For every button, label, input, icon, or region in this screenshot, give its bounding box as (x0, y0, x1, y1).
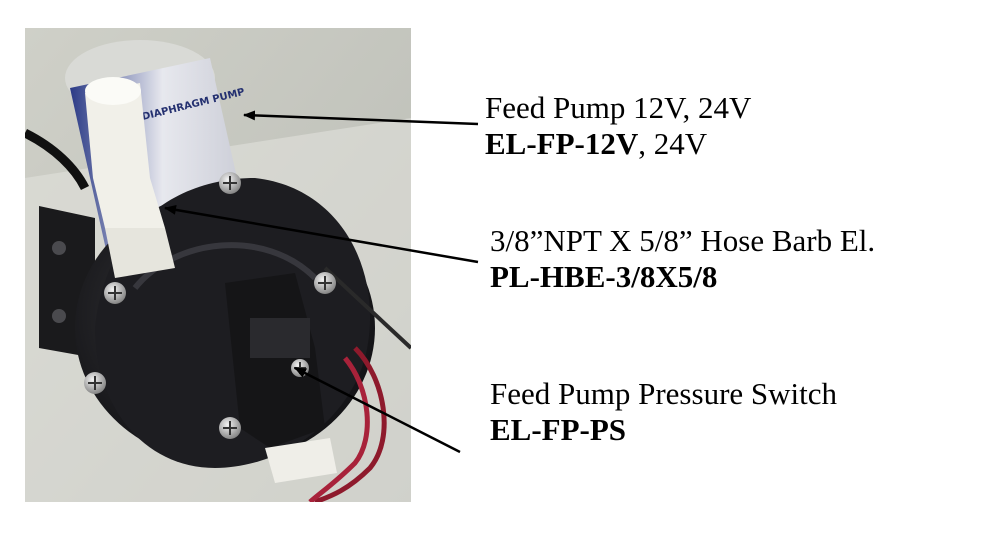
callout-name: Feed Pump 12V, 24V (485, 90, 752, 125)
callout-name: Feed Pump Pressure Switch (490, 376, 838, 411)
callout-part-number: EL-FP-12V, 24V (485, 126, 751, 162)
feed-pump-photo: DIAPHRAGM PUMP (25, 28, 411, 502)
part-number-suffix: , 24V (638, 126, 708, 161)
part-number-bold: PL-HBE-3/8X5/8 (490, 259, 718, 294)
callout-feed-pump: Feed Pump 12V, 24V EL-FP-12V, 24V (485, 90, 751, 162)
part-number-bold: EL-FP-PS (490, 412, 627, 447)
part-number-bold: EL-FP-12V (485, 126, 639, 161)
callout-part-number: PL-HBE-3/8X5/8 (490, 259, 875, 295)
callout-name: 3/8”NPT X 5/8” Hose Barb El. (490, 223, 876, 258)
callout-hose-barb: 3/8”NPT X 5/8” Hose Barb El. PL-HBE-3/8X… (490, 223, 875, 295)
screw-icons (84, 172, 336, 439)
callout-pressure-switch: Feed Pump Pressure Switch EL-FP-PS (490, 376, 837, 448)
callout-part-number: EL-FP-PS (490, 412, 837, 448)
